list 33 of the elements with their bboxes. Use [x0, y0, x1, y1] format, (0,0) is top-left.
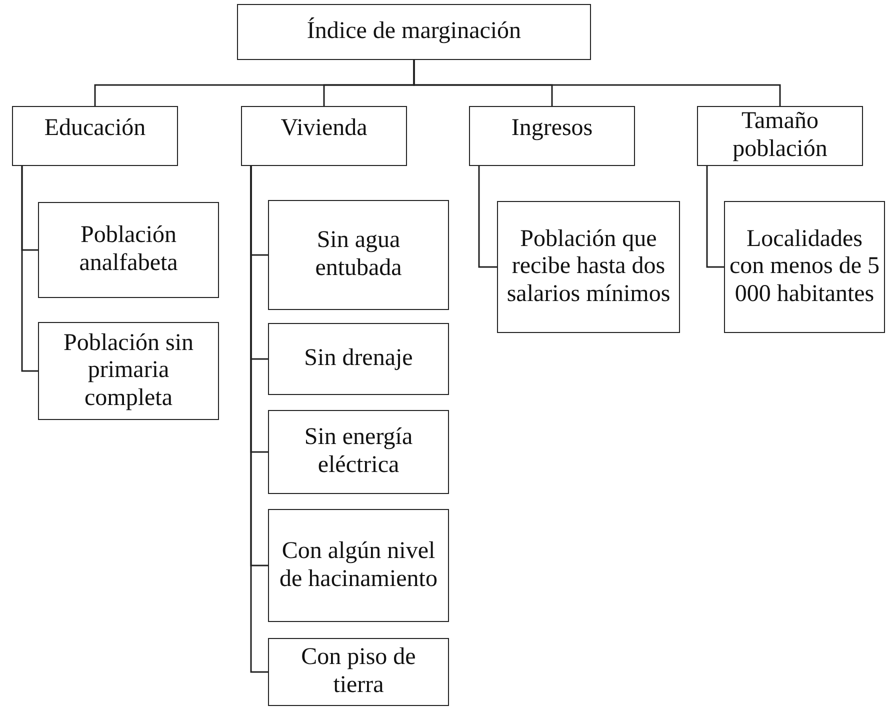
box-label: Educación [44, 115, 146, 143]
box-label: Población analfabeta [78, 222, 179, 278]
box-label: Tamaño población [732, 108, 828, 164]
connector-line [413, 60, 781, 106]
box-label: Localidades con menos de 5 000 habitantes [729, 226, 880, 308]
connector-line [478, 166, 497, 268]
box-label: Con algún nivel de hacinamiento [278, 538, 438, 594]
box-label: Con piso de tierra [300, 644, 417, 700]
box-label: Ingresos [511, 115, 593, 143]
connector-line [706, 166, 724, 268]
connector-line [250, 166, 268, 673]
category-box [268, 410, 449, 494]
connector-line [21, 166, 38, 372]
category-box [469, 106, 635, 166]
category-box [497, 201, 680, 333]
category-box [237, 4, 591, 60]
box-label: Población que recibe hasta dos salarios mínimos [506, 226, 672, 308]
category-box [38, 322, 219, 420]
category-box [268, 638, 449, 706]
box-label: Índice de marginación [306, 18, 522, 46]
category-box [697, 106, 863, 166]
category-box [724, 201, 885, 333]
category-box [241, 106, 407, 166]
category-box [268, 323, 449, 395]
category-box [38, 202, 219, 298]
box-label: Vivienda [280, 115, 368, 143]
box-label: Sin energía eléctrica [303, 424, 414, 480]
box-label: Población sin primaria completa [62, 330, 194, 412]
box-label: Sin agua entubada [314, 227, 403, 283]
category-box [268, 509, 449, 622]
category-box [12, 106, 178, 166]
category-box [268, 200, 449, 310]
box-label: Sin drenaje [304, 345, 413, 373]
